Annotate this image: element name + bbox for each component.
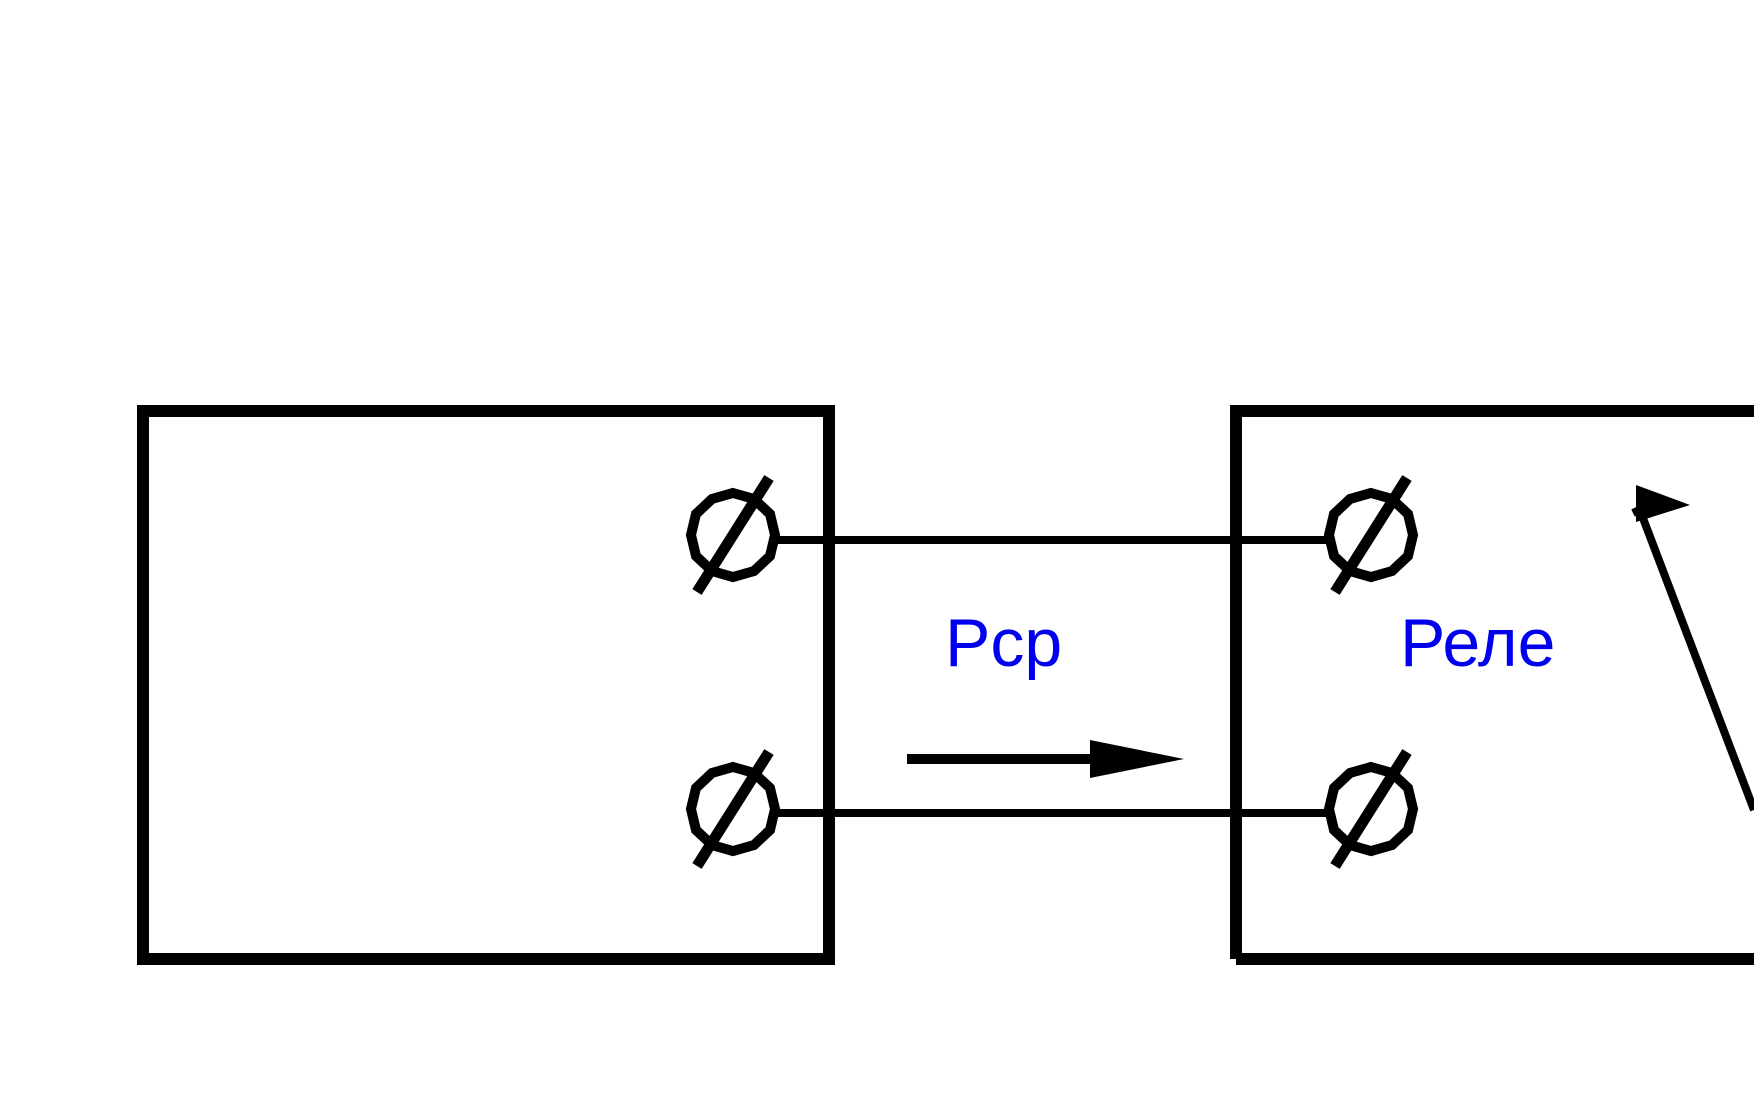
source-block <box>137 405 835 965</box>
relay-label: Реле <box>1400 605 1555 681</box>
relay-contact-arrow-icon <box>1631 485 1754 812</box>
terminal-left-upper-icon <box>691 478 775 592</box>
power-flow-arrow-icon <box>907 740 1184 778</box>
terminal-right-lower-icon <box>1329 752 1413 866</box>
terminal-left-lower-icon <box>691 752 775 866</box>
power-label: Рср <box>945 605 1062 681</box>
relay-block <box>1230 405 1754 965</box>
terminal-right-upper-icon <box>1329 478 1413 592</box>
